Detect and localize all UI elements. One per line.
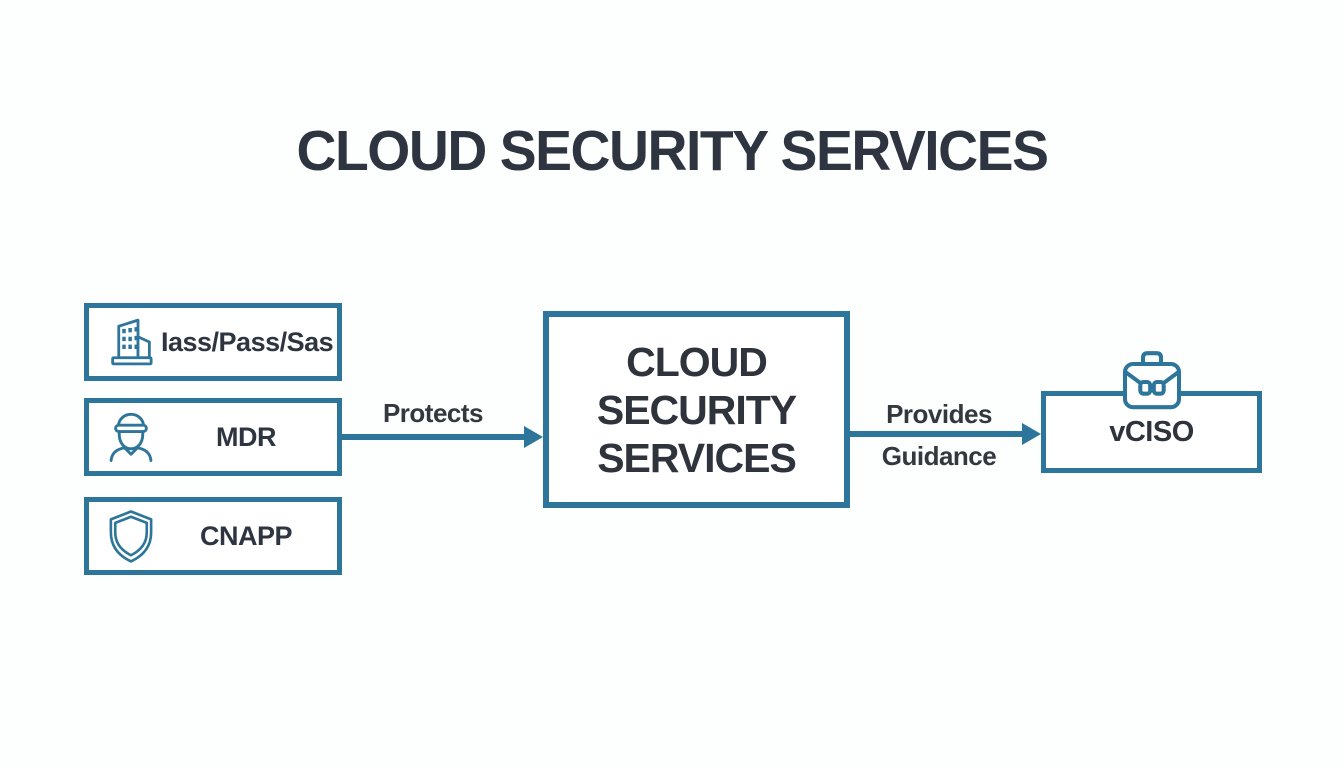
source-box-iass-pass-sas: Iass/Pass/Sas <box>84 303 342 381</box>
source-box-cnapp: CNAPP <box>84 497 342 575</box>
source-label: MDR <box>216 421 277 452</box>
center-box-line-3: SERVICES <box>597 434 797 481</box>
source-label: Iass/Pass/Sas <box>161 326 334 357</box>
target-label: vCISO <box>1109 415 1194 448</box>
guidance-arrowhead-icon <box>1022 423 1041 445</box>
briefcase-icon <box>1116 343 1188 421</box>
analyst-person-icon <box>101 407 161 467</box>
source-box-mdr: MDR <box>84 398 342 476</box>
guidance-arrow-label-line1: Provides <box>886 399 992 429</box>
protects-arrow-line <box>342 434 525 440</box>
center-box-line-2: SECURITY <box>596 386 797 433</box>
center-box-line-1: CLOUD <box>626 338 768 385</box>
guidance-arrow-label-line2: Guidance <box>881 441 997 471</box>
protects-arrowhead-icon <box>524 426 543 448</box>
shield-icon <box>101 506 161 566</box>
center-box-cloud-security-services: CLOUD SECURITY SERVICES <box>543 311 850 508</box>
guidance-arrow-line <box>850 431 1022 437</box>
page-title: CLOUD SECURITY SERVICES <box>296 119 1049 183</box>
target-box-vciso: vCISO <box>1041 351 1262 473</box>
source-label: CNAPP <box>199 520 293 551</box>
protects-arrow-label: Protects <box>382 398 484 428</box>
building-icon <box>101 312 161 372</box>
